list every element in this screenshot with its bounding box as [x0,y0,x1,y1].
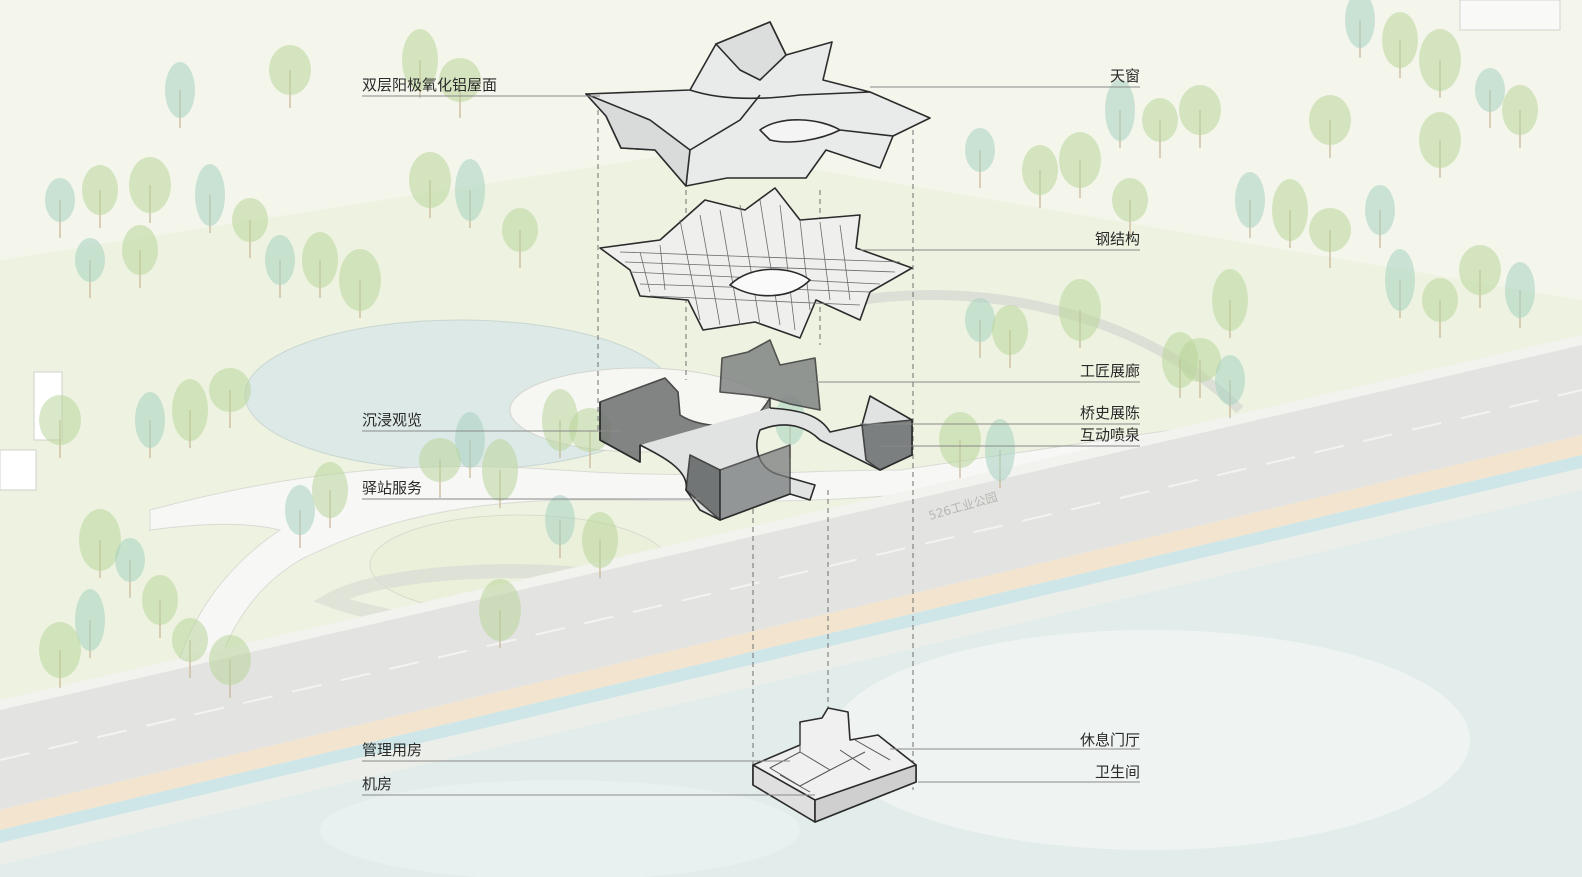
tree [1345,0,1375,58]
tree [135,392,165,458]
label-skylight: 天窗 [1109,67,1140,85]
tree [1059,132,1101,198]
tree [479,579,521,648]
tree [339,249,381,318]
tree [985,419,1015,488]
tree [209,368,251,428]
tree [1382,12,1418,78]
tree [232,198,268,258]
tree [1309,208,1351,268]
tree [402,29,438,98]
tree [1142,98,1178,158]
tree [1422,278,1458,338]
road [0,345,1582,810]
label-immersive-viewing: 沉浸观览 [362,411,423,429]
label-station-service: 驿站服务 [362,479,423,497]
tree [455,159,485,228]
tree [79,509,121,578]
tree [75,238,105,298]
walkway [0,468,1582,865]
tree [1212,269,1248,338]
tree [45,178,75,238]
tree [129,157,171,223]
river-mist [830,630,1470,850]
label-toilet: 卫生间 [1094,763,1140,781]
tree [1419,112,1461,178]
service-block-layer [752,707,917,823]
tree [172,618,208,678]
roof-layer [585,21,931,187]
tree [1215,355,1245,418]
label-roof: 双层阳极氧化铝屋面 [362,76,498,94]
tree [542,389,578,458]
tree [419,438,461,498]
tree [545,495,575,558]
label-steel-structure: 钢结构 [1094,230,1140,248]
tree [582,512,618,578]
tree [265,235,295,298]
tree [1505,262,1535,328]
bike-lane [0,435,1582,830]
tree [1059,279,1101,348]
tree [1272,179,1308,248]
tree [269,45,311,108]
tree [992,305,1028,368]
room-walls [769,725,891,793]
tree [312,462,348,528]
tree [1502,85,1538,148]
steel-grid [619,199,901,331]
tree [1105,79,1135,148]
tree [965,298,995,358]
road-median [0,389,1582,761]
tree [1162,332,1198,398]
tree [439,58,481,118]
label-management-room: 管理用房 [362,741,423,759]
tree [122,225,158,288]
tree [1179,85,1221,148]
tree [502,208,538,268]
tree [1459,245,1501,308]
cyan-lane [0,455,1582,843]
label-rest-lobby: 休息门厅 [1079,731,1140,749]
label-bridge-history-exhibit: 桥史展陈 [1079,404,1140,422]
tree [165,62,195,128]
tree [302,232,338,298]
tree [1309,95,1351,158]
tree [82,165,118,228]
tree [39,395,81,458]
tree [1475,68,1505,128]
tree [75,589,105,658]
tree [195,164,225,233]
tree [1385,249,1415,318]
tree [1022,145,1058,208]
tree [409,152,451,218]
exhibition-layer [599,339,913,521]
steel-structure-layer [599,187,913,339]
road-edge [0,335,1582,710]
tree [209,635,251,698]
tree [142,575,178,638]
river-mist [320,780,800,877]
tree [39,622,81,688]
building-block [0,449,37,491]
leader-lines [362,86,1140,796]
tree [1235,172,1265,238]
building-block [1459,0,1561,31]
tree [1365,185,1395,248]
tree [1419,29,1461,98]
tree [455,412,485,478]
tree-layer [39,0,1538,698]
tree [115,538,145,598]
tree [285,485,315,548]
tree [1112,178,1148,238]
label-interactive-fountain: 互动喷泉 [1079,426,1140,444]
park-path [149,419,1251,701]
label-craftsman-gallery: 工匠展廊 [1079,362,1140,380]
tree [172,379,208,448]
tree [965,128,995,188]
label-machine-room: 机房 [362,775,393,793]
tree [482,439,518,508]
